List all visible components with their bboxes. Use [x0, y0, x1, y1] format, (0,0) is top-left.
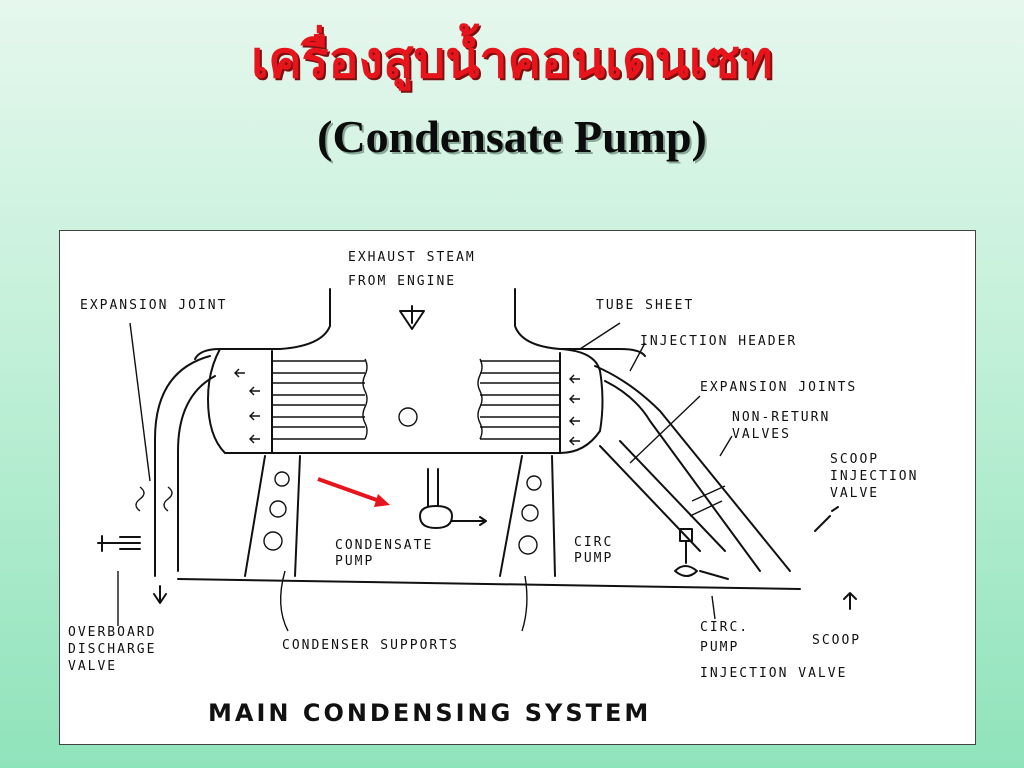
condenser-shell — [207, 348, 604, 454]
circ-pump-symbol — [674, 528, 729, 580]
label-expansion-joints: EXPANSION JOINTS — [700, 380, 857, 395]
label-scoop: SCOOP — [812, 633, 861, 648]
shell-nozzle — [398, 407, 418, 427]
label-non-return: NON-RETURN — [732, 410, 830, 425]
label-tube-sheet: TUBE SHEET — [596, 298, 694, 313]
expansion-joint-bellows — [135, 486, 173, 512]
diagram-title: MAIN CONDENSING SYSTEM — [208, 699, 651, 727]
scoop-injection-valve-icon — [814, 506, 839, 532]
label-scoop-injection-3: VALVE — [830, 486, 879, 501]
non-return-valve-marks — [689, 485, 726, 517]
label-condenser-supports: CONDENSER SUPPORTS — [282, 638, 459, 653]
label-circ-pump: PUMP — [574, 551, 613, 566]
label-circ-injection-3: INJECTION VALVE — [700, 666, 847, 681]
label-from-engine: FROM ENGINE — [348, 274, 456, 289]
label-condensate: CONDENSATE — [335, 538, 433, 553]
steam-arrow — [399, 305, 425, 330]
tube-bank-right — [477, 358, 560, 440]
scoop-pipe — [599, 440, 726, 552]
label-scoop-injection-1: SCOOP — [830, 452, 879, 467]
highlight-arrowhead — [374, 494, 390, 507]
label-circ: CIRC — [574, 535, 613, 550]
label-discharge: DISCHARGE — [68, 642, 156, 657]
highlight-arrow — [317, 477, 386, 505]
label-condensate-pump: PUMP — [335, 554, 374, 569]
scoop-arrow — [843, 592, 857, 610]
diagram-frame: EXHAUST STEAM FROM ENGINE EXPANSION JOIN… — [59, 230, 976, 745]
label-overboard-valve: VALVE — [68, 659, 117, 674]
slide-title-english: (Condensate Pump) — [317, 111, 707, 162]
flow-arrows-left — [234, 368, 260, 444]
exhaust-trunk — [194, 288, 646, 360]
tube-bank-left — [272, 358, 368, 440]
label-circ-injection-2: PUMP — [700, 640, 739, 655]
injection-header-pipe — [594, 365, 791, 572]
hotwell — [177, 455, 801, 590]
overboard-valve-icon — [97, 535, 141, 552]
label-valves: VALVES — [732, 427, 791, 442]
label-circ-injection-1: CIRC. — [700, 620, 749, 635]
label-exhaust-steam: EXHAUST STEAM — [348, 250, 476, 265]
label-injection-header: INJECTION HEADER — [640, 334, 797, 349]
label-scoop-injection-2: INJECTION — [830, 469, 918, 484]
overboard-piping — [154, 355, 216, 577]
support-holes — [263, 471, 542, 555]
slide-title-thai: เครื่องสูบน้ำคอนเดนเซท — [251, 31, 773, 89]
overboard-arrow — [153, 585, 167, 604]
flow-arrows-right — [569, 374, 580, 446]
label-overboard: OVERBOARD — [68, 625, 156, 640]
condensing-system-diagram: EXHAUST STEAM FROM ENGINE EXPANSION JOIN… — [68, 250, 918, 727]
condensate-pump-symbol — [419, 468, 487, 529]
leader-lines — [117, 322, 733, 632]
label-expansion-joint: EXPANSION JOINT — [80, 298, 227, 313]
